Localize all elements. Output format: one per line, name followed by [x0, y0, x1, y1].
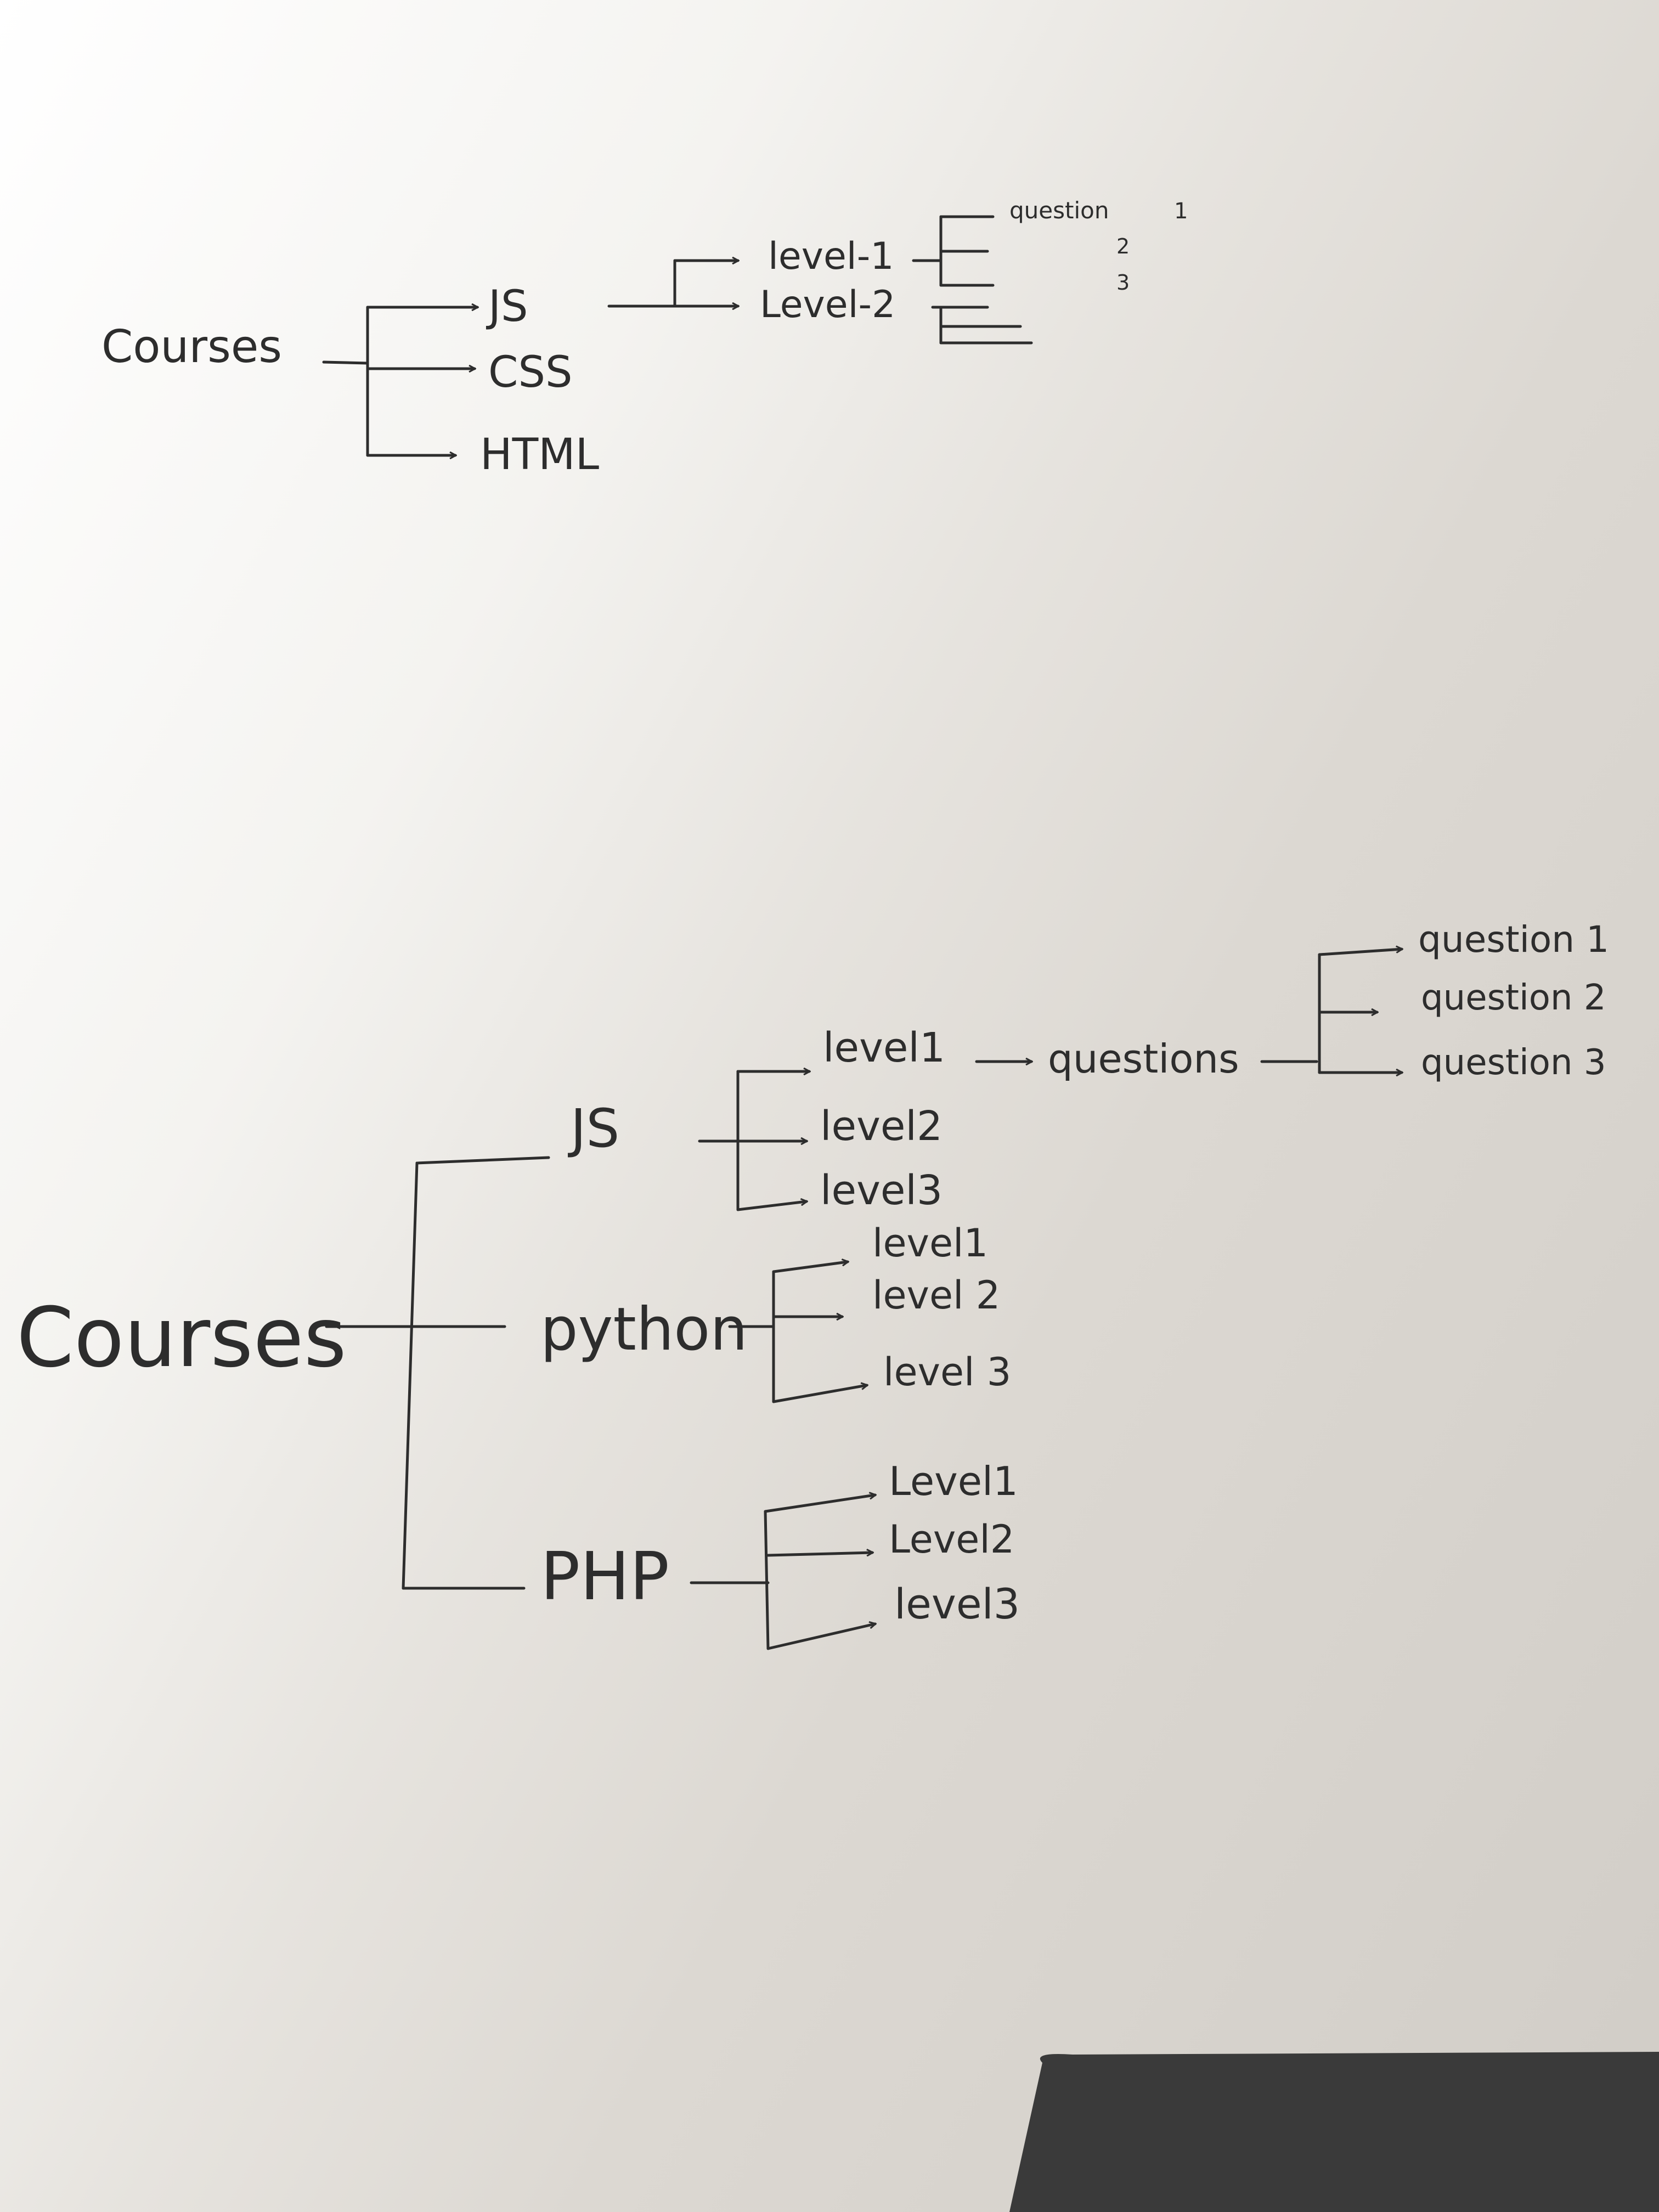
top-js-connectors: [607, 261, 738, 306]
top-diagram: Courses JS CSS HTML level-1 Level-2: [101, 197, 1188, 479]
top-question-mark-2: 2: [1116, 234, 1130, 258]
top-question-label: question: [1009, 197, 1109, 224]
bottom-python-level-3: level 3: [883, 1350, 1011, 1395]
bottom-fork-spine: [402, 1161, 419, 1590]
bottom-js-level-3: level3: [820, 1167, 943, 1214]
top-branch-html: HTML: [480, 430, 600, 479]
bottom-php-spine: [764, 1510, 770, 1650]
bottom-questions-connectors: [1260, 949, 1402, 1073]
bottom-js-level-1: level1: [823, 1024, 945, 1071]
top-level-1: level-1: [768, 235, 894, 278]
bottom-question-3: question 3: [1421, 1042, 1606, 1083]
bottom-questions-label: questions: [1048, 1036, 1239, 1082]
bottom-python-arrow-level1: [772, 1262, 848, 1273]
bottom-python-arrow-level3: [772, 1385, 867, 1403]
bottom-php-arrow-level2: [766, 1553, 872, 1557]
bottom-branch-js: JS: [568, 1098, 619, 1159]
bottom-js-arrow-level3: [736, 1201, 806, 1211]
bottom-python-level-2: level 2: [872, 1273, 1000, 1318]
top-question-mark-3: 3: [1116, 270, 1130, 295]
bottom-php-arrow-level3: [766, 1624, 875, 1650]
top-branch-js: JS: [486, 282, 528, 331]
bottom-question-1: question 1: [1418, 918, 1609, 961]
bottom-root-label: Courses: [16, 1290, 347, 1386]
bottom-branch-line-js: [415, 1156, 550, 1165]
bottom-question-2: question 2: [1421, 978, 1606, 1018]
bottom-php-level-1: Level1: [889, 1458, 1018, 1504]
bottom-php-level-3: level3: [894, 1579, 1020, 1628]
top-level1-bracket: [912, 215, 995, 287]
top-root-stem: [322, 360, 369, 365]
top-level2-bracket: [931, 306, 1033, 345]
top-level-2: Level-2: [760, 283, 895, 326]
bottom-arrow-question-1: [1318, 949, 1402, 956]
bottom-php-level-2: Level2: [889, 1517, 1014, 1562]
top-branch-css: CSS: [488, 348, 573, 397]
bottom-shadow: [1009, 2052, 1659, 2212]
bottom-diagram: Courses JS python PHP level1 level2: [16, 918, 1609, 1650]
bottom-python-connectors: [728, 1262, 867, 1403]
bottom-js-level-2: level2: [820, 1103, 943, 1150]
bottom-php-arrow-level1: [764, 1495, 875, 1513]
bottom-php-connectors: [690, 1495, 875, 1650]
top-question-mark-1: 1: [1174, 199, 1188, 224]
bottom-branch-php: PHP: [540, 1539, 669, 1615]
top-root-label: Courses: [101, 321, 282, 373]
bottom-python-level-1: level1: [872, 1221, 988, 1266]
bottom-branch-python: python: [540, 1295, 748, 1364]
bottom-root-connectors: [325, 1156, 550, 1590]
bottom-js-connectors: [698, 1071, 809, 1211]
top-root-connectors: [322, 307, 477, 455]
